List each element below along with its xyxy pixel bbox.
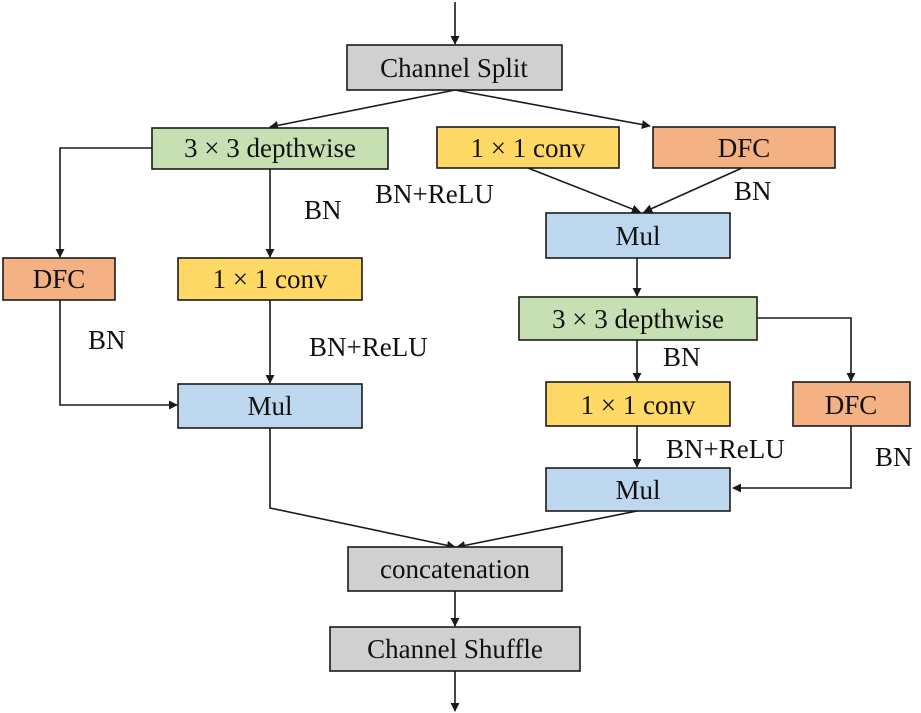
- node-right-depthwise: 3 × 3 depthwise: [518, 296, 758, 341]
- node-box: [2, 257, 116, 301]
- edge-left-mul-to-concat: [269, 428, 456, 550]
- label-bn-left-depthwise: BN: [304, 195, 342, 225]
- edge-right-mul-to-concat: [456, 510, 638, 550]
- node-label: Channel Shuffle: [367, 634, 543, 664]
- edge-left-depthwise-to-dfc: [55, 147, 152, 258]
- edge-right-dfc-top-to-mul: [643, 167, 743, 213]
- edge-right-dfc-to-mul: [732, 426, 852, 493]
- edge-split-to-right-dfc: [454, 89, 651, 129]
- node-box: [177, 257, 363, 301]
- node-box: [652, 126, 836, 169]
- node-label: 3 × 3 depthwise: [184, 133, 356, 163]
- node-label: 3 × 3 depthwise: [552, 304, 724, 334]
- node-box: [518, 296, 758, 341]
- node-label: Mul: [615, 221, 660, 251]
- node-label: concatenation: [380, 554, 530, 584]
- node-label: Channel Split: [380, 53, 528, 83]
- edge-split-to-left-depthwise: [269, 89, 456, 130]
- label-bn-relu-left-conv: BN+ReLU: [309, 332, 428, 362]
- node-label: Mul: [247, 391, 292, 421]
- edge-labels: BN BN+ReLU BN BN BN+ReLU BN BN+ReLU BN: [88, 176, 913, 472]
- node-box: [329, 626, 581, 672]
- node-left-depthwise: 3 × 3 depthwise: [151, 127, 389, 170]
- node-box: [792, 381, 911, 427]
- label-bn-right-depthwise: BN: [663, 342, 701, 372]
- edges: [55, 2, 856, 712]
- node-label: 1 × 1 conv: [471, 133, 586, 163]
- node-box: [151, 127, 389, 170]
- node-box: [177, 383, 363, 429]
- label-bn-relu-right-conv-top: BN+ReLU: [375, 179, 494, 209]
- node-label: 1 × 1 conv: [213, 264, 328, 294]
- node-right-conv-bottom: 1 × 1 conv: [545, 381, 731, 427]
- node-box: [346, 44, 563, 91]
- node-box: [545, 381, 731, 427]
- node-left-conv: 1 × 1 conv: [177, 257, 363, 301]
- node-right-dfc-bottom: DFC: [792, 381, 911, 427]
- label-bn-right-dfc-bottom: BN: [875, 442, 913, 472]
- node-right-conv-top: 1 × 1 conv: [436, 126, 620, 169]
- node-box: [545, 212, 731, 259]
- node-right-mul-top: Mul: [545, 212, 731, 259]
- edge-right-conv-top-to-mul: [527, 167, 641, 214]
- node-label: 1 × 1 conv: [581, 390, 696, 420]
- node-label: DFC: [33, 264, 86, 294]
- node-right-mul-bottom: Mul: [545, 467, 731, 512]
- node-channel-shuffle: Channel Shuffle: [329, 626, 581, 672]
- node-box: [347, 546, 563, 592]
- node-box: [436, 126, 620, 169]
- node-left-mul: Mul: [177, 383, 363, 429]
- label-bn-relu-right-conv-bottom: BN+ReLU: [666, 434, 785, 464]
- node-label: Mul: [615, 475, 660, 505]
- node-concatenation: concatenation: [347, 546, 563, 592]
- edge-left-dfc-to-mul: [59, 300, 178, 410]
- node-channel-split: Channel Split: [346, 44, 563, 91]
- node-label: DFC: [718, 133, 771, 163]
- node-label: DFC: [825, 390, 878, 420]
- node-left-dfc: DFC: [2, 257, 116, 301]
- label-bn-left-dfc: BN: [88, 325, 126, 355]
- edge-right-depthwise-to-dfc: [757, 317, 856, 382]
- node-right-dfc-top: DFC: [652, 126, 836, 169]
- node-box: [545, 467, 731, 512]
- label-bn-right-dfc-top: BN: [734, 176, 772, 206]
